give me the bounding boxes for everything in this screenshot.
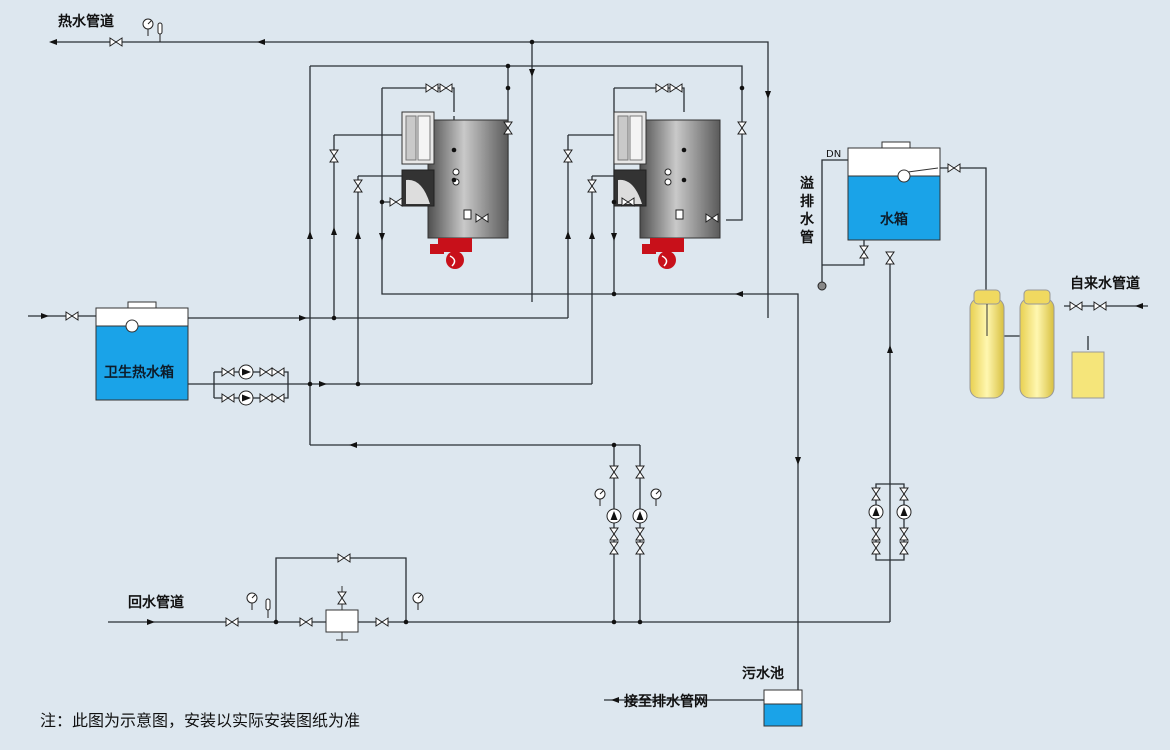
overflow-drain-label-2: 排 xyxy=(800,193,814,210)
note-text: 注：此图为示意图，安装以实际安装图纸为准 xyxy=(40,711,360,730)
sanitary-hot-water-tank xyxy=(95,301,189,401)
overflow-drain-label-1: 溢 xyxy=(800,175,814,192)
sewage-pool-label: 污水池 xyxy=(742,665,784,682)
water-tank-label: 水箱 xyxy=(880,211,908,228)
gauges xyxy=(142,18,827,619)
to-drainage-label: 接至排水管网 xyxy=(624,693,708,710)
hot-water-pipe-label: 热水管道 xyxy=(58,13,114,30)
overflow-drain-label-3: 水 xyxy=(800,211,815,228)
sewage-pool xyxy=(763,689,803,727)
water-softener xyxy=(969,289,1105,399)
boiler-1 xyxy=(401,111,509,270)
boiler-2 xyxy=(613,111,721,270)
overflow-drain-label-4: 管 xyxy=(800,229,814,246)
dn-label: DN xyxy=(826,149,841,160)
pumps xyxy=(238,364,912,524)
water-tank xyxy=(847,141,941,241)
sanitary-hot-tank-label: 卫生热水箱 xyxy=(104,364,174,381)
valves xyxy=(65,37,1107,627)
tap-water-pipe-label: 自来水管道 xyxy=(1070,275,1140,292)
return-water-pipe-label: 回水管道 xyxy=(128,594,184,611)
